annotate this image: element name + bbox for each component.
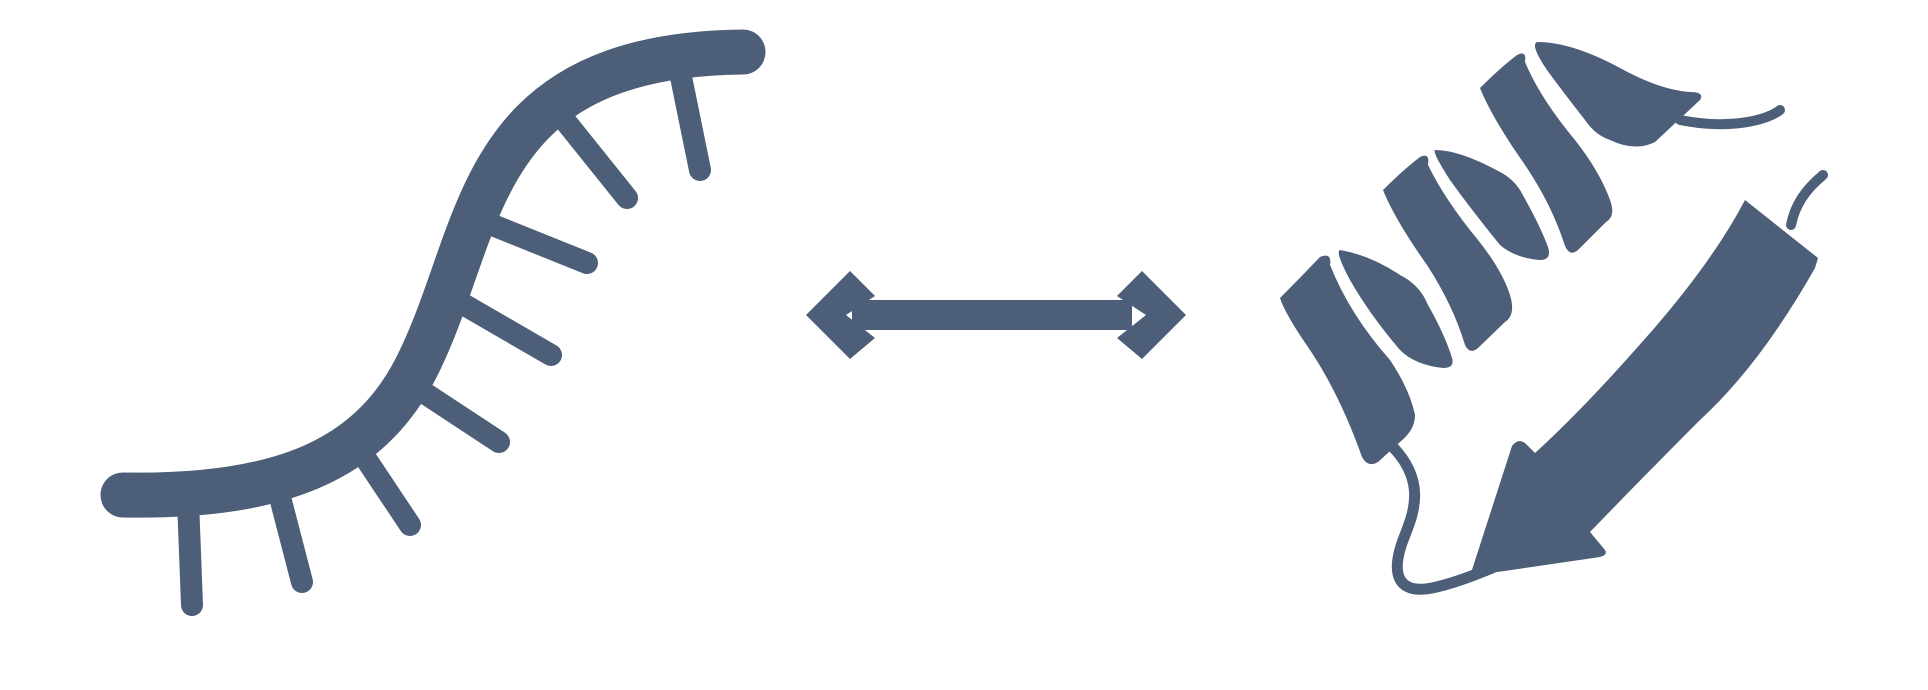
- fold-segment: [1383, 155, 1513, 351]
- bristle: [669, 61, 711, 181]
- fold-segment: [1480, 53, 1613, 253]
- bristle: [409, 379, 510, 453]
- strand-with-bristles-icon: [100, 29, 766, 616]
- hairpin-connector-loop: [1386, 440, 1498, 595]
- strand-backbone: [100, 29, 766, 518]
- bristle: [264, 467, 313, 593]
- bristle: [445, 289, 562, 366]
- bristle: [469, 209, 598, 274]
- bristle: [349, 439, 421, 536]
- fold-segment: [1534, 42, 1702, 147]
- arrow-head-right: [1117, 271, 1186, 359]
- hairpin-arrow-body: [1470, 200, 1818, 576]
- fold-segment: [1280, 255, 1415, 465]
- hairpin-right-tail: [1786, 170, 1828, 230]
- folded-hairpin-arrow-icon: [1280, 42, 1828, 595]
- bristle: [177, 489, 203, 616]
- arrow-shaft: [852, 300, 1132, 330]
- fold-segment: [1338, 250, 1453, 368]
- hairpin-top-tail: [1675, 105, 1785, 130]
- bristle: [551, 106, 638, 209]
- double-headed-arrow-icon: [806, 271, 1186, 359]
- fold-segment: [1434, 150, 1549, 260]
- arrow-head-left: [806, 271, 875, 359]
